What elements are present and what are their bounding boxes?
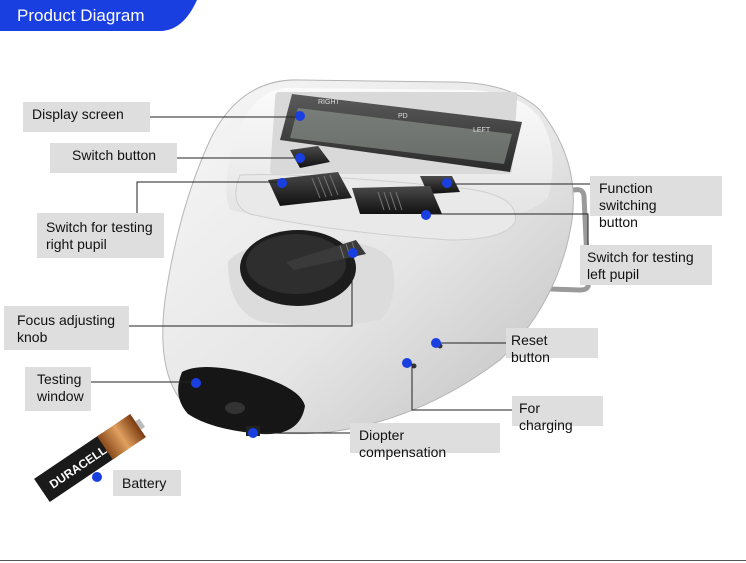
display-lcd (290, 108, 512, 164)
leader-focus-knob (129, 253, 353, 327)
marker-function-switch (442, 178, 452, 188)
marker-right-pupil (277, 178, 287, 188)
label-function-switching: Function switching button (590, 176, 722, 230)
marker-switch-button (295, 153, 305, 163)
testing-window (178, 367, 305, 435)
label-switch-left-pupil: Switch for testing left pupil (580, 245, 712, 285)
focus-knob-lever[interactable] (286, 240, 366, 270)
label-focus-knob: Focus adjusting knob (4, 306, 129, 350)
leader-right-pupil (136, 181, 282, 213)
battery-terminal (135, 418, 146, 430)
marker-left-pupil (421, 210, 431, 220)
leader-left-pupil (426, 213, 589, 250)
header-tab (0, 0, 197, 31)
left-pupil-switch[interactable] (352, 186, 442, 214)
testing-window-lens (225, 402, 245, 414)
label-switch-right-pupil: Switch for testing right pupil (37, 213, 164, 258)
marker-battery (92, 472, 102, 482)
label-testing-window: Testing window (25, 367, 91, 411)
label-reset-button: Reset button (506, 328, 598, 365)
label-display-screen: Display screen (23, 102, 150, 132)
bottom-rule (0, 560, 746, 561)
marker-display-screen (295, 111, 305, 121)
display-label-right: RIGHT (318, 99, 341, 106)
marker-testing-window (191, 378, 201, 388)
marker-for-charging (402, 358, 412, 368)
right-pupil-switch[interactable] (268, 172, 352, 206)
display-label-pd: PD (398, 113, 408, 120)
battery-copper-top (97, 413, 146, 460)
display-label-left: LEFT (473, 127, 491, 134)
page-title: Product Diagram (17, 6, 145, 25)
label-battery: Battery (113, 470, 181, 496)
label-for-charging: For charging (512, 396, 603, 433)
label-switch-button: Switch button (50, 143, 177, 173)
marker-diopter (248, 428, 258, 438)
label-diopter: Diopter compensation (350, 423, 500, 460)
marker-reset-button (431, 338, 441, 348)
marker-focus-knob (348, 248, 358, 258)
charging-port[interactable] (411, 363, 417, 369)
battery-body (34, 432, 118, 503)
